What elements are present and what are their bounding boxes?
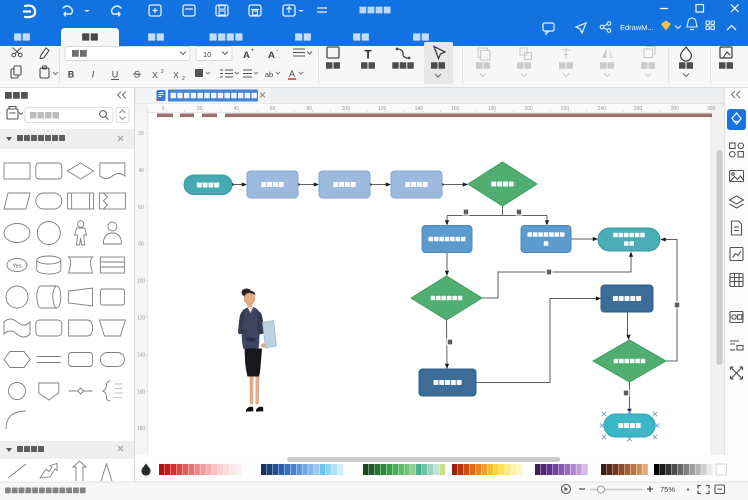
svg-text:60: 60 (270, 106, 276, 112)
svg-text:40: 40 (233, 106, 239, 112)
svg-text:-: - (276, 48, 278, 54)
svg-text:B: B (68, 70, 75, 80)
svg-text:0: 0 (162, 106, 165, 112)
svg-text:280: 280 (671, 106, 680, 112)
svg-text:Yes: Yes (13, 264, 22, 270)
svg-text:120: 120 (137, 316, 146, 322)
svg-text:180: 180 (137, 426, 146, 432)
svg-text:260: 260 (634, 106, 643, 112)
svg-text:160: 160 (137, 389, 146, 395)
svg-text:140: 140 (415, 106, 424, 112)
svg-text:ab: ab (265, 70, 273, 79)
svg-text:A: A (289, 69, 295, 79)
svg-text:A: A (268, 50, 275, 61)
svg-text:X: X (173, 70, 179, 80)
svg-text:160: 160 (451, 106, 460, 112)
svg-text:80: 80 (306, 106, 312, 112)
svg-text:220: 220 (561, 106, 570, 112)
svg-text:140: 140 (137, 352, 146, 358)
svg-text:EdrawM...: EdrawM... (620, 23, 654, 32)
svg-text:180: 180 (488, 106, 497, 112)
svg-text:240: 240 (597, 106, 606, 112)
svg-text:60: 60 (138, 205, 144, 211)
svg-text:20: 20 (197, 106, 203, 112)
svg-text:200: 200 (524, 106, 533, 112)
svg-text:A: A (243, 50, 250, 61)
svg-text:100: 100 (137, 279, 146, 285)
svg-text:20: 20 (138, 131, 144, 137)
svg-text:120: 120 (378, 106, 387, 112)
svg-text:100: 100 (342, 106, 351, 112)
svg-text:75%: 75% (660, 485, 675, 494)
svg-text:+: + (251, 48, 255, 54)
svg-text:2: 2 (182, 76, 185, 82)
svg-text:2: 2 (161, 69, 164, 75)
svg-text:I: I (92, 70, 95, 80)
svg-text:U: U (112, 70, 119, 80)
svg-text:80: 80 (138, 242, 144, 248)
svg-text:X: X (152, 70, 158, 80)
svg-text:T: T (364, 48, 372, 62)
svg-text:300: 300 (707, 106, 716, 112)
svg-text:40: 40 (138, 168, 144, 174)
svg-text:10: 10 (203, 50, 211, 59)
svg-text:S: S (134, 70, 140, 80)
